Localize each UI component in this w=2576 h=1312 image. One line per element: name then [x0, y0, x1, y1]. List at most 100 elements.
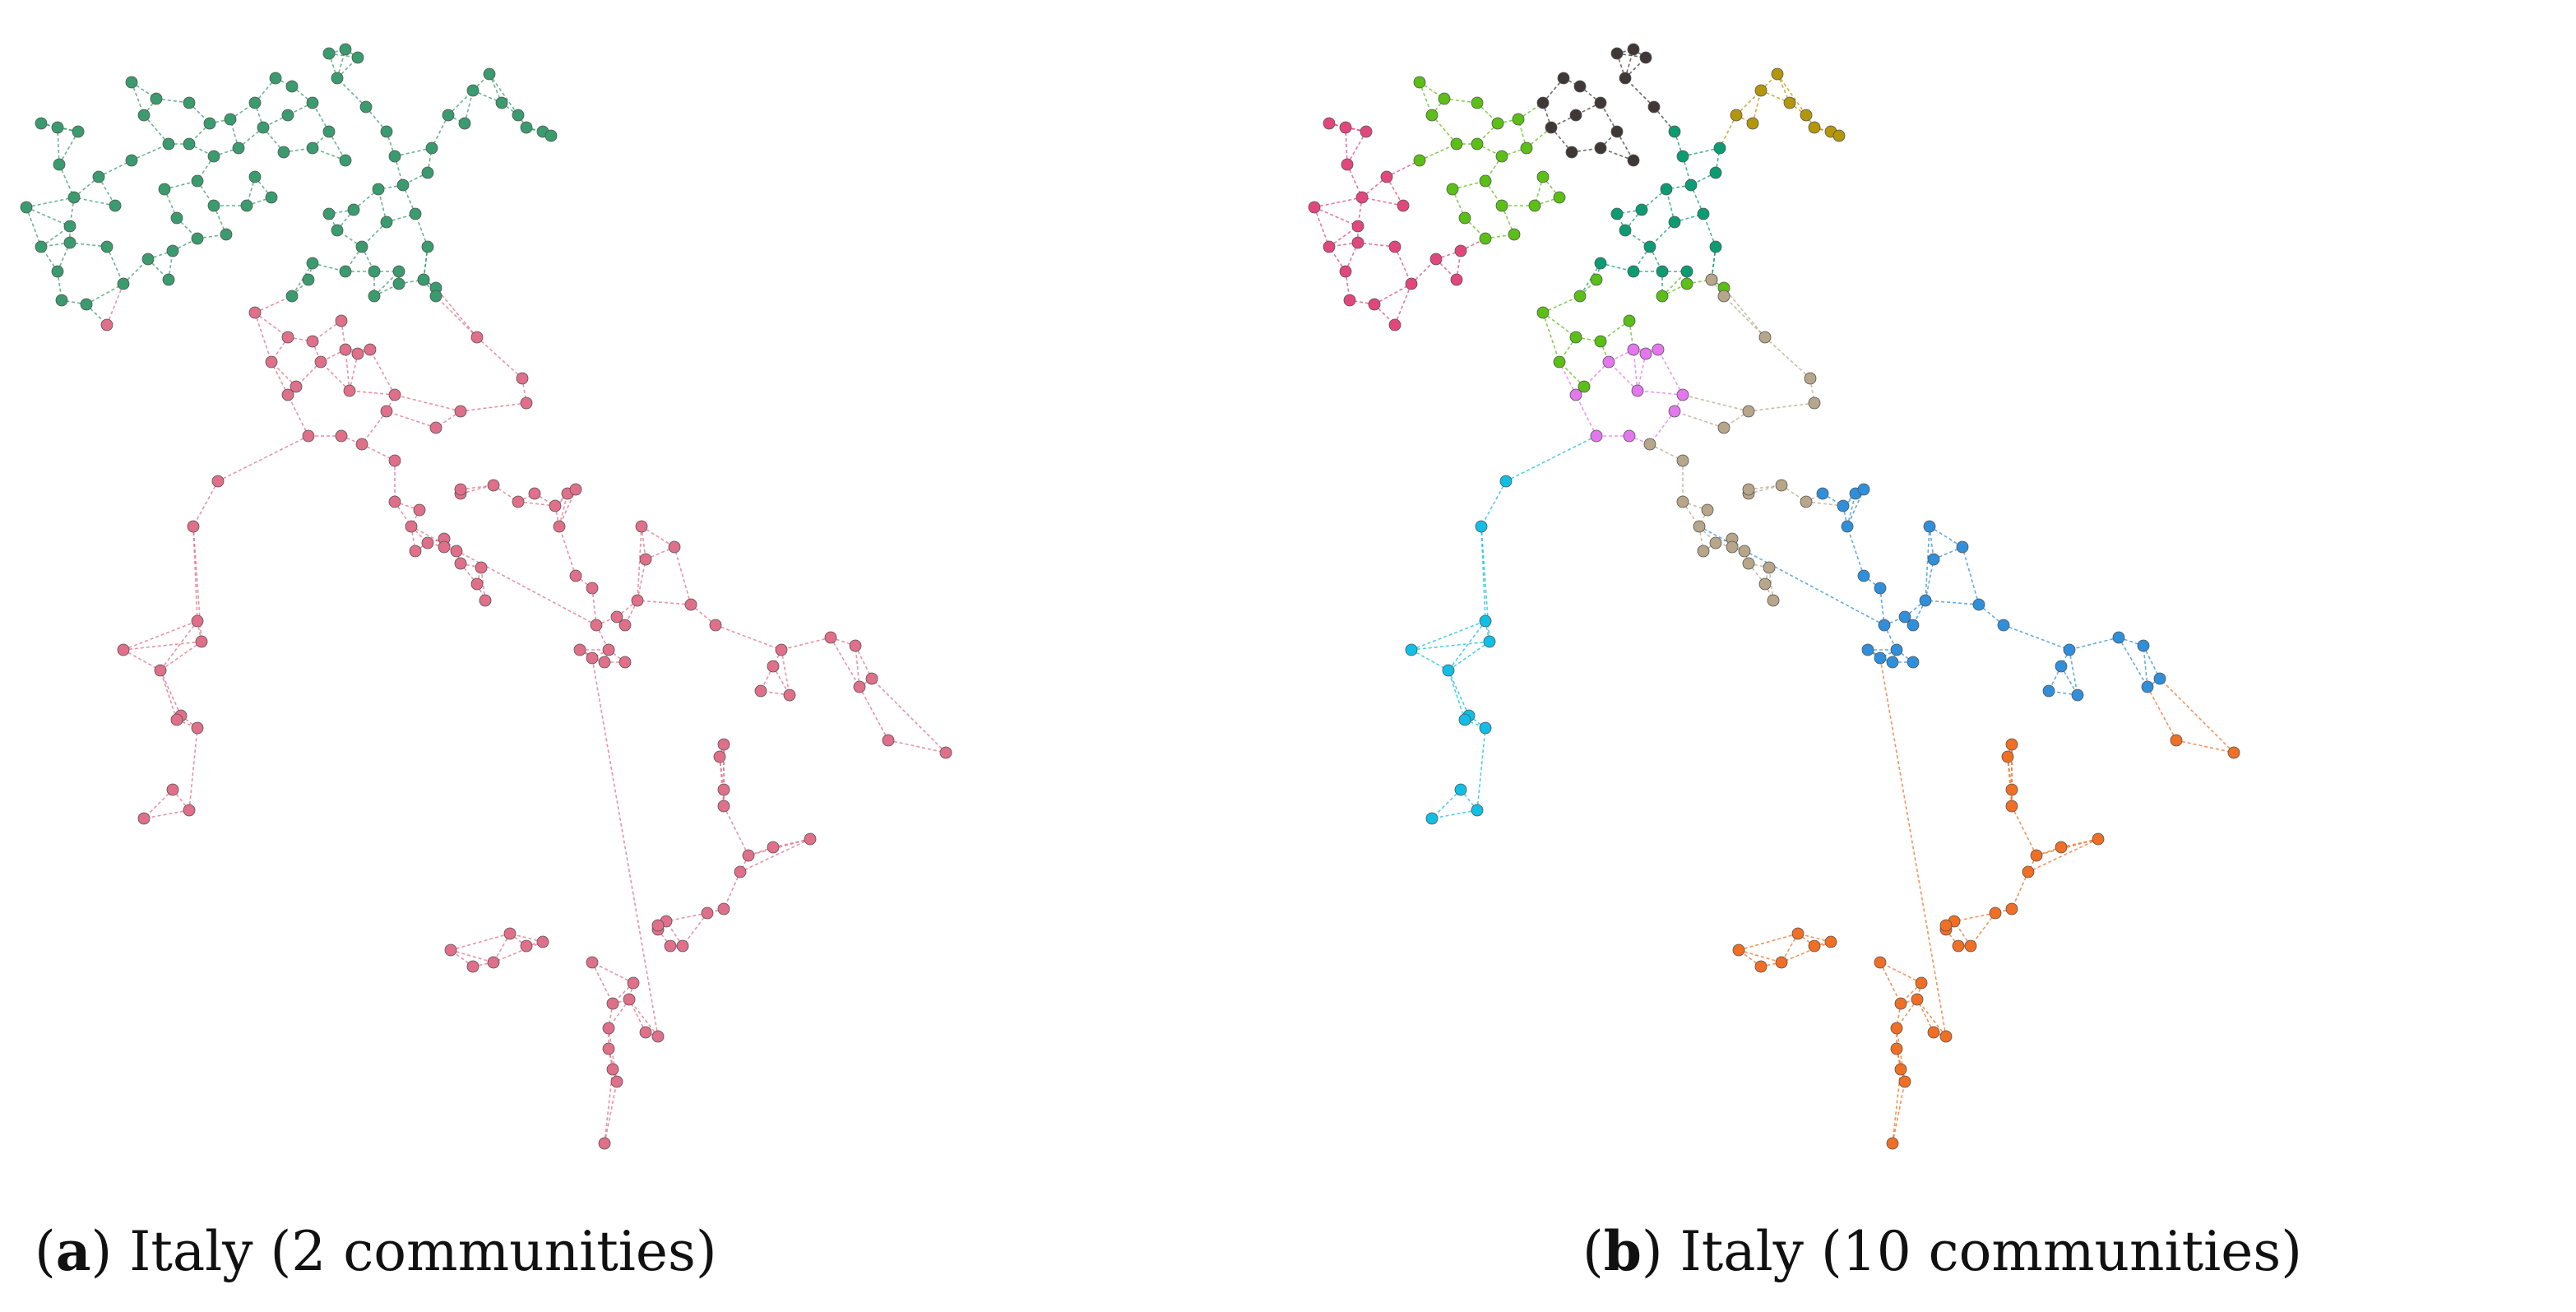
graph-a-edge: [123, 620, 198, 651]
graph-a-edge: [147, 250, 174, 260]
graph-a-edge: [291, 86, 313, 104]
graph-a-edge: [616, 600, 638, 618]
graph-a-node: [51, 121, 64, 134]
graph-a-node: [162, 137, 175, 151]
graph-a-node: [487, 956, 500, 969]
graph-b-node: [1545, 121, 1558, 134]
graph-a-node: [306, 257, 319, 270]
graph-a-node: [569, 483, 582, 496]
graph-b-node: [1726, 540, 1739, 554]
caption-b-text: ) Italy (10 communities): [1641, 1220, 2302, 1283]
graph-a-node: [479, 594, 492, 607]
graph-b-node: [1709, 536, 1722, 549]
graph-b-node: [1590, 273, 1603, 286]
graph-b-node: [2153, 672, 2166, 685]
graph-a-edge: [386, 410, 437, 429]
graph-a-node: [495, 96, 508, 109]
graph-a-edge: [871, 678, 947, 753]
graph-b-edge: [1805, 501, 1844, 507]
graph-b-edge: [1542, 312, 1577, 338]
graph-b-node: [1680, 265, 1693, 278]
graph-b-node: [1341, 158, 1354, 171]
graph-a-edge: [361, 246, 375, 272]
graph-a-node: [335, 314, 348, 327]
graph-a-node: [269, 72, 282, 85]
graph-b-node: [1355, 191, 1369, 204]
graph-a-node: [767, 660, 780, 673]
graph-b-edge: [1962, 546, 1980, 605]
graph-b-edge: [1411, 641, 1490, 651]
graph-b-node: [1915, 976, 1928, 990]
graph-a-edge: [188, 727, 198, 811]
graph-b-node: [1952, 939, 1965, 953]
graph-b-edge: [1431, 789, 1462, 819]
graph-a-edge: [328, 53, 338, 79]
graph-b-node: [1676, 495, 1689, 508]
graph-a-edge: [760, 665, 774, 692]
graph-a-node: [405, 520, 418, 533]
graph-b-edge: [1579, 86, 1601, 104]
graph-a-node: [623, 993, 636, 1006]
graph-b-node: [1499, 475, 1513, 488]
graph-b-edge: [1690, 172, 1717, 186]
graph-b-edge: [2159, 678, 2235, 753]
graph-a-node: [331, 72, 344, 85]
graph-a-node: [606, 997, 619, 1010]
graph-a-node: [417, 273, 430, 286]
graph-a-node: [717, 902, 730, 916]
graph-b-edge: [2048, 665, 2062, 692]
graph-b-node: [1643, 240, 1656, 253]
graph-b-edge: [1723, 295, 1766, 338]
graph-b-node: [1627, 43, 1640, 56]
graph-b-node: [1709, 166, 1722, 179]
graph-a-node: [388, 454, 401, 467]
graph-b-node: [1907, 619, 1920, 632]
graph-b-node: [1360, 125, 1373, 138]
graph-b-edge: [1649, 443, 1684, 461]
graph-b-node: [1623, 429, 1636, 443]
graph-a-node: [55, 294, 68, 307]
graph-a-edge: [188, 143, 215, 157]
graph-b-edge: [2175, 739, 2235, 753]
graph-a-edge: [287, 394, 309, 437]
graph-b-node: [1775, 479, 1788, 492]
graph-b-edge: [1394, 283, 1412, 326]
graph-b-node: [1771, 67, 1784, 81]
graph-b-node: [1668, 125, 1681, 138]
graph-b-node: [1429, 253, 1443, 266]
graph-b-node: [1388, 318, 1402, 331]
graph-a-edge: [192, 526, 198, 622]
graph-a-node: [528, 487, 541, 500]
graph-b-node: [1758, 577, 1772, 591]
graph-a-node: [598, 1137, 611, 1150]
graph-b-edge: [1361, 197, 1404, 206]
graph-a-node: [183, 96, 196, 109]
graph-a-edge: [517, 501, 556, 507]
graph-b-node: [1512, 113, 1525, 126]
graph-b-node: [1972, 598, 1985, 611]
graph-a-node: [413, 503, 426, 517]
graph-b-edge: [1534, 197, 1560, 206]
graph-a-edge: [637, 559, 646, 601]
graph-a-node: [684, 598, 697, 611]
graph-a-edge: [450, 949, 494, 963]
graph-b-node: [1569, 109, 1582, 122]
graph-a-node: [211, 475, 225, 488]
graph-a-edge: [320, 349, 346, 363]
graph-b-edge: [1608, 349, 1634, 363]
graph-b-node: [1454, 783, 1467, 796]
graph-b-edge: [1550, 114, 1577, 128]
graph-a-edge: [254, 312, 272, 363]
graph-a-edge: [739, 838, 811, 873]
graph-b-edge: [1916, 999, 1947, 1037]
graph-b-node: [1323, 240, 1336, 253]
graph-b-node: [1732, 943, 1745, 957]
graph-b-node: [2042, 684, 2055, 698]
graph-b-node: [1405, 643, 1418, 656]
graph-a-node: [368, 265, 381, 278]
graph-b-edge: [1846, 526, 1865, 577]
graph-b-node: [1495, 199, 1508, 212]
graph-a-node: [569, 569, 582, 582]
graph-a-node: [849, 639, 862, 652]
graph-b-edge: [1748, 402, 1815, 412]
